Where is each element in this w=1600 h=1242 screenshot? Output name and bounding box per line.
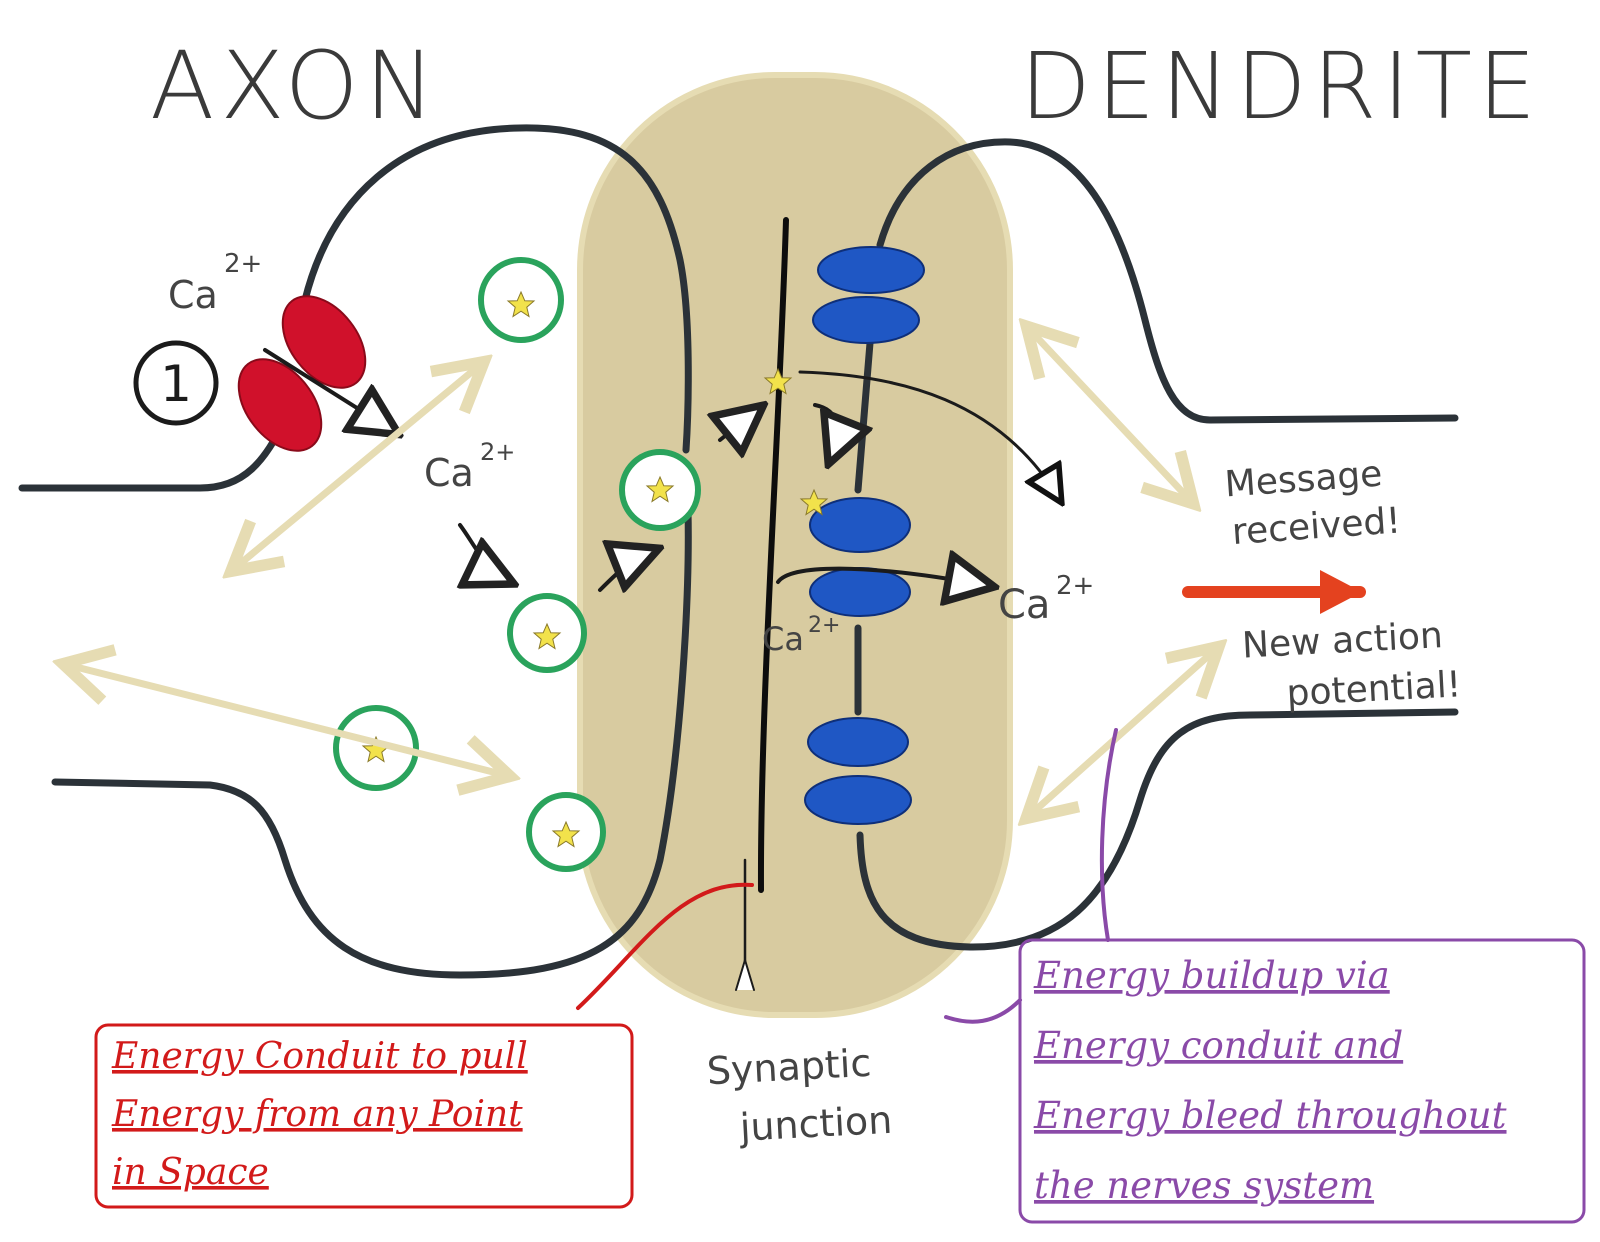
red-note-line: Energy from any Point [111,1094,523,1135]
svg-text:Ca: Ca [168,273,218,317]
red-note-line: in Space [112,1152,269,1193]
axon-title: AXON [150,32,441,141]
red-note-line: Energy Conduit to pull [111,1036,528,1077]
svg-text:Synaptic: Synaptic [706,1041,873,1094]
vesicle [526,792,606,872]
svg-text:Ca: Ca [762,620,804,658]
purple-note-line: Energy conduit and [1033,1024,1403,1067]
step-badge: 1 [133,340,219,426]
vesicle [478,257,564,343]
ca-label-mid: Ca 2+ [424,438,515,495]
svg-text:Message: Message [1223,454,1383,506]
ca-label-out: Ca 2+ [998,571,1094,628]
svg-text:2+: 2+ [480,438,515,466]
vesicle [507,593,587,673]
receptor [807,717,909,767]
step-number: 1 [160,355,192,413]
receptor [804,775,912,825]
purple-note-line: the nerves system [1034,1164,1374,1207]
red-note: Energy Conduit to pull Energy from any P… [94,1023,634,1209]
purple-pointer-line [944,998,1022,1024]
energy-arrows [68,330,1215,815]
receptors [804,246,925,825]
cleft-line [757,217,789,893]
svg-text:2+: 2+ [808,613,840,638]
energy-conduit [577,72,1013,1018]
message-received-label: Message received! [1223,454,1402,554]
receptor [809,497,911,553]
svg-text:New action: New action [1241,615,1444,666]
receptor [812,296,920,344]
ca-label-receptor: Ca 2+ [762,613,840,658]
synaptic-junction-label: Synaptic junction [706,1041,894,1150]
red-pointer-line [576,882,754,1010]
ca-label-channel: Ca 2+ [168,249,262,317]
receptor [809,567,911,617]
dendrite-title: DENDRITE [1020,33,1542,140]
svg-text:potential!: potential! [1286,664,1462,714]
svg-text:2+: 2+ [224,249,262,279]
svg-text:Ca: Ca [998,582,1050,628]
purple-pointer-line-2 [1099,728,1118,942]
purple-note-line: Energy bleed throughout [1033,1094,1507,1137]
svg-text:junction: junction [738,1098,894,1150]
purple-note: Energy buildup via Energy conduit and En… [1018,938,1586,1224]
vesicle [619,449,701,531]
action-potential-label: New action potential! [1241,615,1462,714]
svg-text:2+: 2+ [1056,571,1094,601]
svg-text:Ca: Ca [424,451,474,495]
svg-text:received!: received! [1231,500,1402,553]
receptor [817,246,925,294]
purple-note-line: Energy buildup via [1033,954,1390,997]
